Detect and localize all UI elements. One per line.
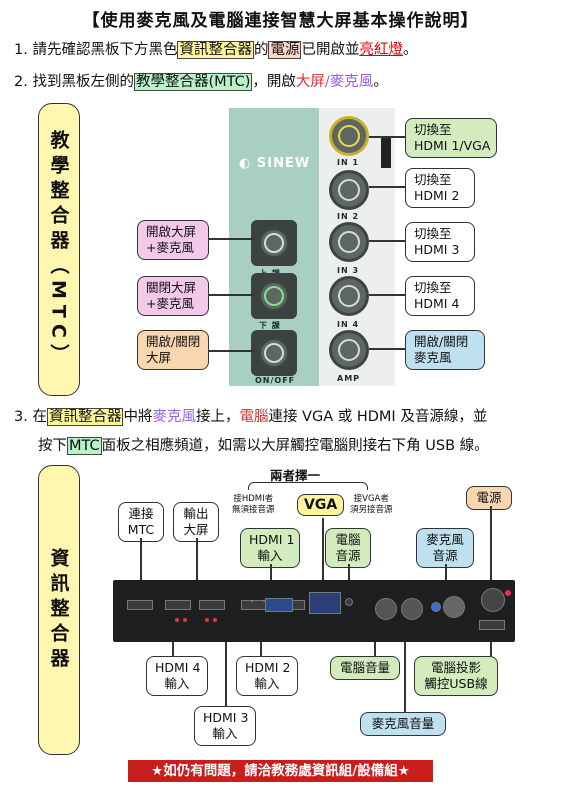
in2-label: IN 2 (337, 212, 360, 221)
port-hdmi1[interactable] (265, 598, 293, 612)
callout-pc-volume: 電腦音量 (330, 656, 400, 680)
info-side-label: 資訊整合器 (38, 465, 80, 755)
led-1 (175, 618, 179, 622)
callout-output: 輸出 大屏 (173, 502, 219, 542)
callout-usb: 電腦投影 觸控USB線 (414, 656, 498, 696)
callout-power: 電源 (466, 486, 512, 510)
led-2 (183, 618, 187, 622)
power-led (505, 590, 511, 596)
vga-label: VGA (297, 494, 345, 516)
note-vga: 接VGA者 須另接音源 (350, 494, 393, 515)
callout-close-screen-mic: 關閉大屏 +麥克風 (137, 276, 209, 316)
mtc-side-label: 教學整合器（MTC） (38, 103, 80, 396)
mic-off-button[interactable] (251, 273, 297, 319)
callout-hdmi1-input: HDMI 1 輸入 (240, 528, 300, 568)
in2-button[interactable] (329, 170, 369, 210)
callout-hdmi4-input: HDMI 4 輸入 (146, 656, 208, 696)
step-2: 2. 找到黑板左側的教學整合器(MTC)，開啟大屏/麥克風。 (14, 73, 388, 91)
callout-hdmi2: 切換至 HDMI 2 (405, 168, 475, 208)
callout-mtc-conn: 連接 MTC (118, 502, 164, 542)
knob-pc-volume[interactable] (375, 598, 397, 620)
either-label: 兩者擇一 (270, 468, 321, 483)
onoff-button[interactable] (251, 330, 297, 376)
step-1: 1. 請先確認黑板下方黑色資訊整合器的電源已開啟並亮紅燈。 (14, 41, 418, 59)
led-3 (205, 618, 209, 622)
in3-button[interactable] (329, 222, 369, 262)
step-3-line1: 3. 在資訊整合器中將麥克風接上，電腦連接 VGA 或 HDMI 及音源線，並 (14, 408, 488, 426)
in1-button[interactable] (329, 116, 369, 156)
amp-label: AMP (337, 374, 361, 383)
either-bracket (248, 482, 368, 490)
mtc-panel-left: ◐ SINEW 上 課 下 課 ON/OFF (229, 108, 319, 386)
in4-label: IN 4 (337, 320, 360, 329)
port-mtc[interactable] (127, 600, 153, 610)
callout-hdmi4: 切換至 HDMI 4 (405, 276, 475, 316)
callout-mic-audio: 麥克風 音源 (416, 528, 474, 568)
callout-pc-audio: 電腦 音源 (325, 528, 371, 568)
callout-open-screen-mic: 開啟大屏 +麥克風 (137, 220, 209, 260)
callout-mic-volume: 麥克風音量 (360, 712, 446, 736)
power-button[interactable] (481, 588, 505, 612)
in4-button[interactable] (329, 276, 369, 316)
callout-hdmi1: 切換至 HDMI 1/VGA (405, 118, 497, 158)
info-integrator-device (113, 580, 515, 642)
callout-mic-toggle: 開啟/關閉 麥克風 (405, 330, 485, 370)
amp-button[interactable] (329, 330, 369, 370)
mtc-panel-right: IN 1 IN 2 IN 3 IN 4 AMP (319, 108, 395, 386)
in3-label: IN 3 (337, 266, 360, 275)
note-hdmi: 接HDMI者 無須接音源 (232, 494, 275, 515)
port-hdmi4[interactable] (199, 600, 225, 610)
in1-label: IN 1 (337, 158, 360, 167)
onoff-label: ON/OFF (255, 376, 296, 385)
knob-mic-volume[interactable] (401, 598, 423, 620)
callout-hdmi3: 切換至 HDMI 3 (405, 222, 475, 262)
port-vga[interactable] (309, 592, 341, 614)
panel-clip (381, 138, 391, 168)
callout-hdmi2-input: HDMI 2 輸入 (236, 656, 298, 696)
callout-hdmi3-input: HDMI 3 輸入 (194, 706, 256, 746)
mic-on-button[interactable] (251, 220, 297, 266)
port-pc-audio[interactable] (345, 598, 353, 606)
port-mic[interactable] (443, 596, 465, 618)
page-title: 【使用麥克風及電腦連接智慧大屏基本操作說明】 (82, 11, 479, 31)
led-4 (213, 618, 217, 622)
class-end-label: 下 課 (259, 321, 281, 330)
footer-notice: ★如仍有問題，請洽教務處資訊組/設備組★ (128, 760, 433, 782)
port-output[interactable] (165, 600, 191, 610)
callout-toggle-screen: 開啟/關閉 大屏 (137, 330, 209, 370)
port-line-in[interactable] (431, 602, 441, 612)
port-usb[interactable] (479, 620, 505, 630)
sinew-logo: ◐ SINEW (239, 156, 311, 171)
